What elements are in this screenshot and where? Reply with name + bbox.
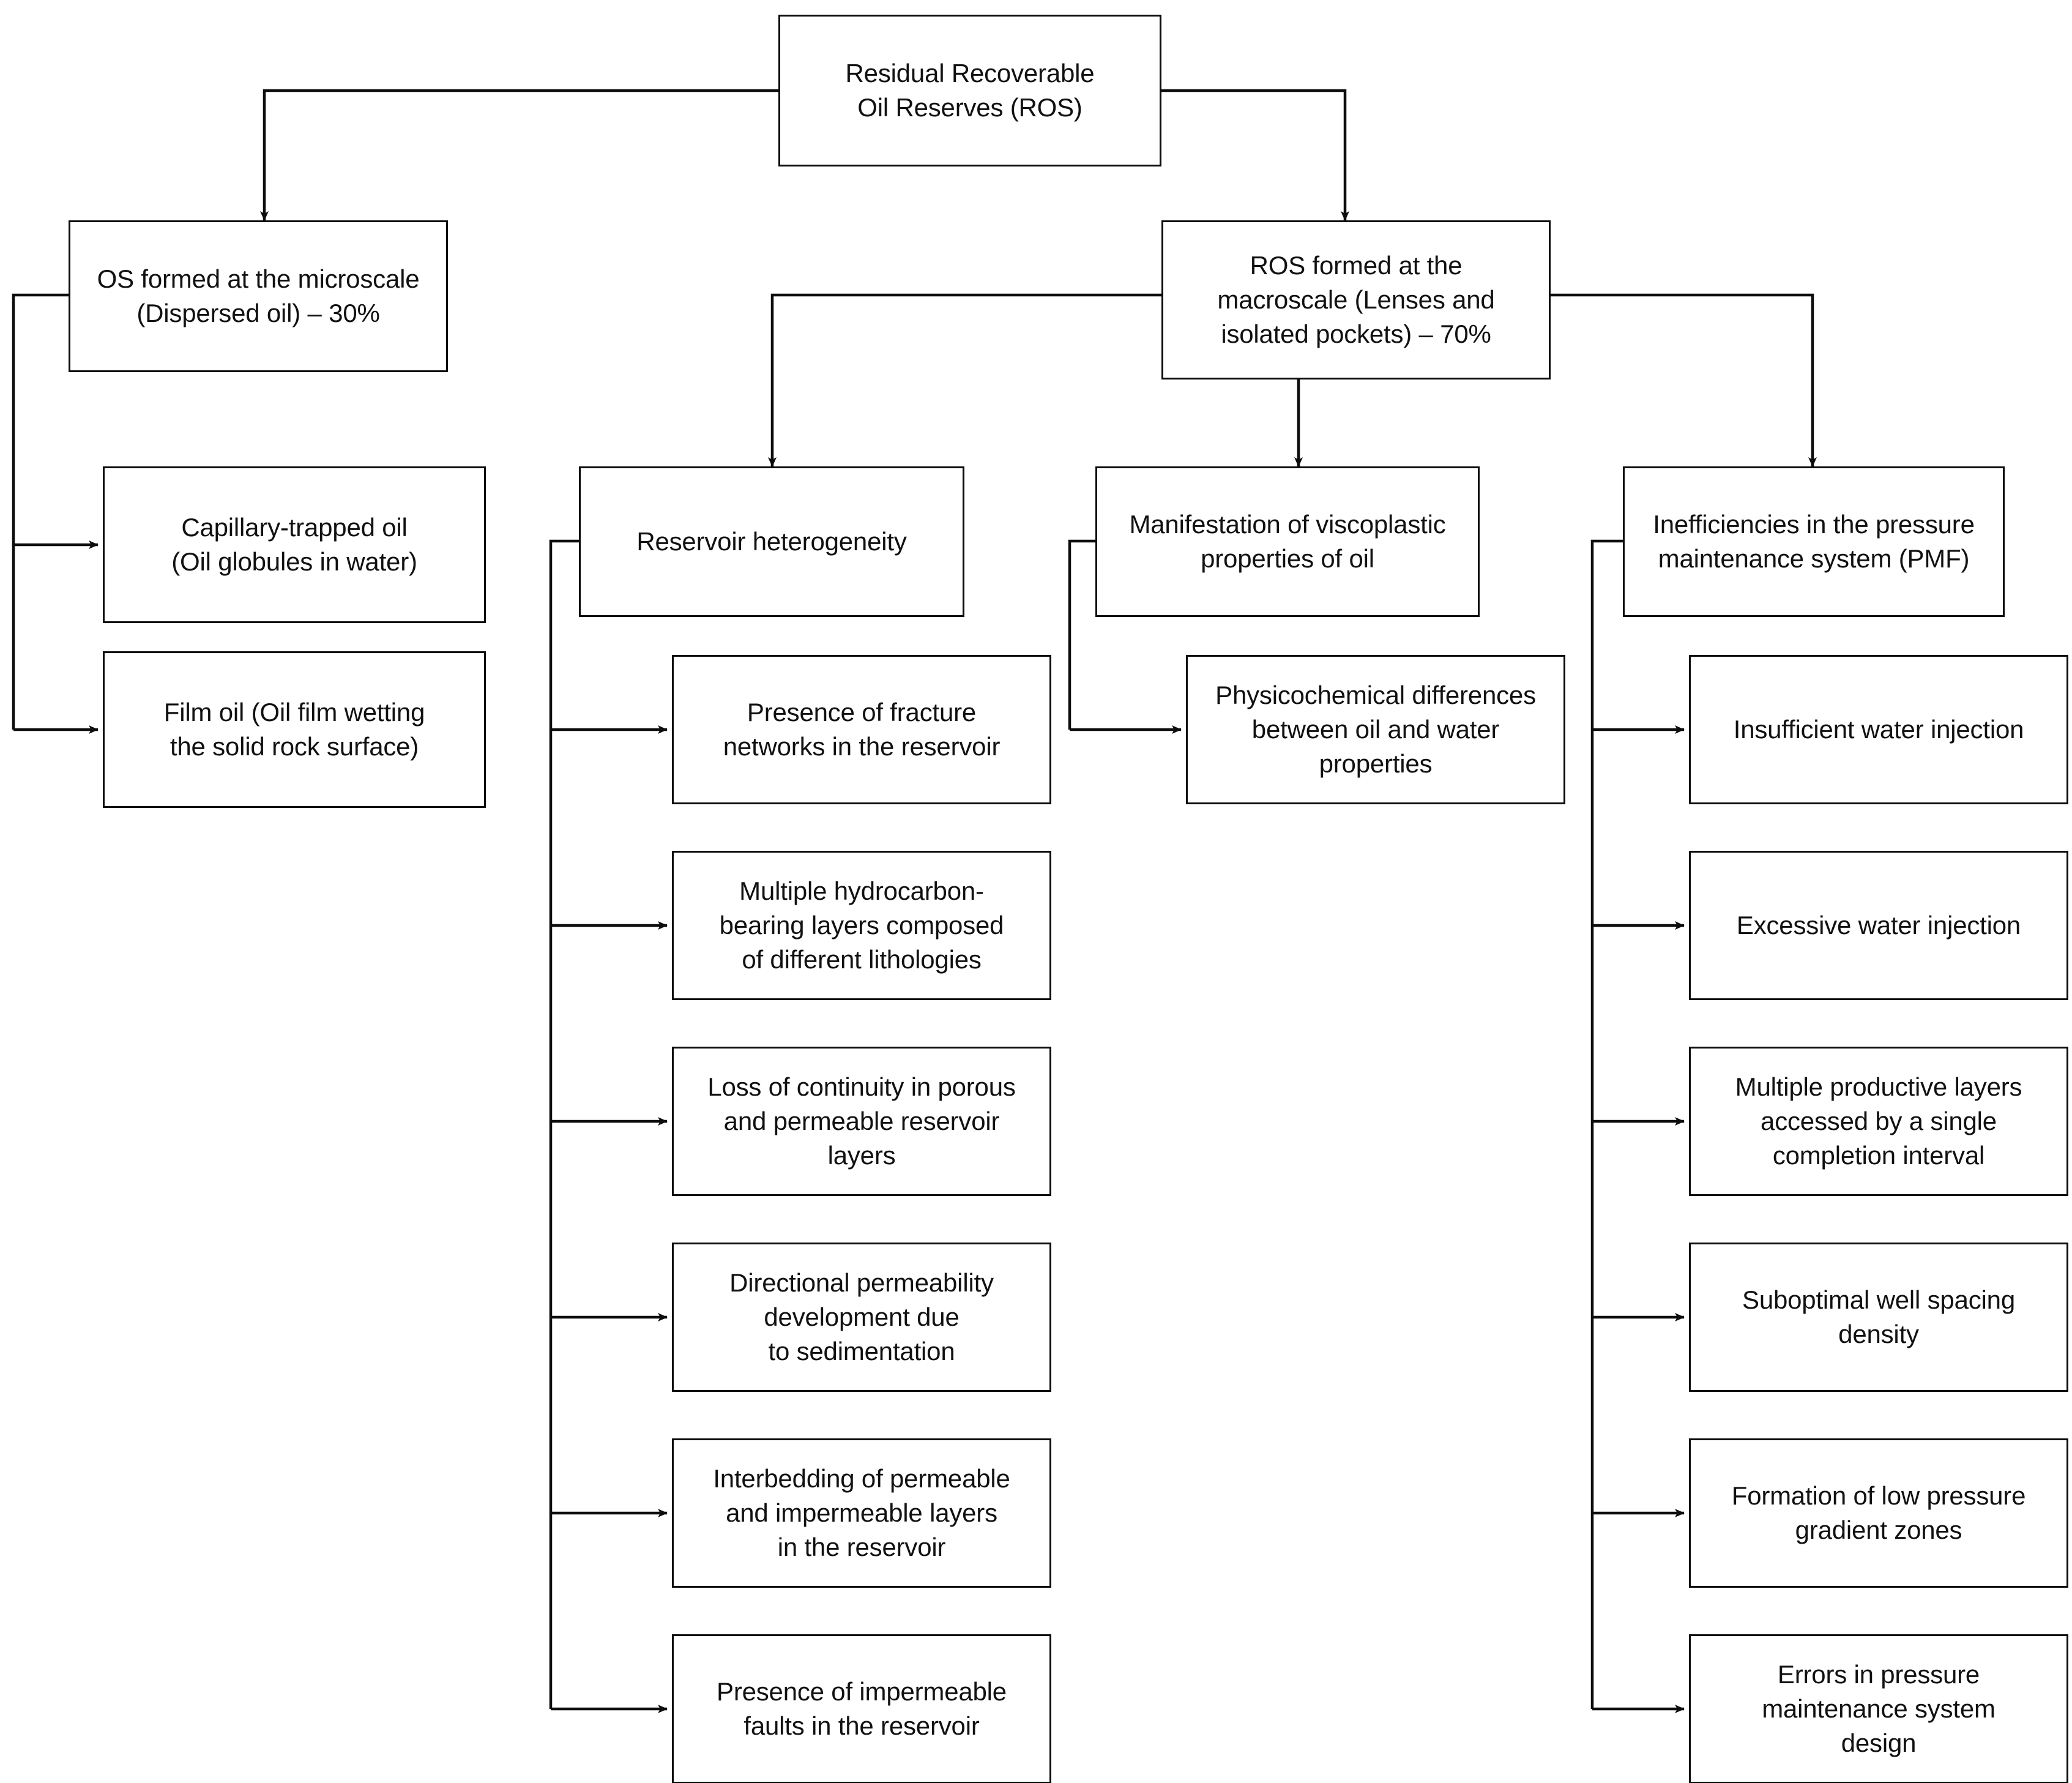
node-pmf-child-2[interactable]: Excessive water injection [1689,851,2068,1000]
node-pmf-child-4[interactable]: Suboptimal well spacing density [1689,1243,2068,1392]
node-root-label: Residual Recoverable Oil Reserves (ROS) [845,58,1095,122]
node-pmf-child-2-label: Excessive water injection [1736,910,2021,940]
node-viscoplastic-header[interactable]: Manifestation of viscoplastic properties… [1095,466,1480,617]
edge-viscoplastic-spine [1068,539,1095,730]
node-viscoplastic-child-1-label: Physicochemical differences between oil … [1215,680,1536,779]
node-heterogeneity-child-4-label: Directional permeability development due… [729,1268,994,1366]
node-heterogeneity-child-4[interactable]: Directional permeability development due… [672,1243,1051,1392]
node-heterogeneity-child-6[interactable]: Presence of impermeable faults in the re… [672,1634,1051,1783]
node-heterogeneity-child-1-label: Presence of fracture networks in the res… [723,697,1001,761]
node-pmf-header[interactable]: Inefficiencies in the pressure maintenan… [1623,466,2005,617]
node-micro-child-2[interactable]: Film oil (Oil film wetting the solid roc… [103,651,486,808]
edge-heterogeneity-spine [549,539,579,1709]
node-pmf-child-3-label: Multiple productive layers accessed by a… [1735,1072,2022,1170]
node-root[interactable]: Residual Recoverable Oil Reserves (ROS) [778,15,1161,166]
node-macroscale[interactable]: ROS formed at the macroscale (Lenses and… [1161,220,1551,379]
node-heterogeneity-child-1[interactable]: Presence of fracture networks in the res… [672,655,1051,804]
node-macroscale-label: ROS formed at the macroscale (Lenses and… [1217,250,1495,349]
node-pmf-child-1-label: Insufficient water injection [1733,714,2024,744]
node-pmf-child-5-label: Formation of low pressure gradient zones [1731,1481,2026,1544]
node-pmf-header-label: Inefficiencies in the pressure maintenan… [1653,509,1975,573]
node-heterogeneity-child-5-label: Interbedding of permeable and impermeabl… [713,1463,1010,1562]
edge-root-to-macroscale [1161,89,1349,221]
edge-macroscale-to-heterogeneity [768,293,1161,467]
node-pmf-child-6-label: Errors in pressure maintenance system de… [1762,1659,1996,1758]
node-microscale-label: OS formed at the microscale (Dispersed o… [97,264,420,327]
node-microscale[interactable]: OS formed at the microscale (Dispersed o… [69,220,448,372]
node-pmf-child-4-label: Suboptimal well spacing density [1742,1285,2015,1348]
node-micro-child-1[interactable]: Capillary-trapped oil (Oil globules in w… [103,466,486,623]
node-micro-child-1-label: Capillary-trapped oil (Oil globules in w… [171,512,417,576]
edge-macroscale-to-pmf [1551,293,1817,467]
edge-pmf-spine [1590,539,1623,1709]
edge-microscale-spine [12,293,69,730]
edge-root-to-microscale [260,89,778,221]
node-viscoplastic-child-1[interactable]: Physicochemical differences between oil … [1186,655,1565,804]
node-heterogeneity-header[interactable]: Reservoir heterogeneity [579,466,964,617]
node-heterogeneity-child-3[interactable]: Loss of continuity in porous and permeab… [672,1047,1051,1196]
node-pmf-child-3[interactable]: Multiple productive layers accessed by a… [1689,1047,2068,1196]
node-pmf-child-5[interactable]: Formation of low pressure gradient zones [1689,1438,2068,1588]
node-heterogeneity-child-6-label: Presence of impermeable faults in the re… [717,1676,1007,1740]
node-micro-child-2-label: Film oil (Oil film wetting the solid roc… [163,697,425,761]
node-pmf-child-6[interactable]: Errors in pressure maintenance system de… [1689,1634,2068,1783]
node-heterogeneity-child-2[interactable]: Multiple hydrocarbon- bearing layers com… [672,851,1051,1000]
node-heterogeneity-header-label: Reservoir heterogeneity [636,526,907,556]
node-heterogeneity-child-2-label: Multiple hydrocarbon- bearing layers com… [719,876,1004,974]
node-heterogeneity-child-3-label: Loss of continuity in porous and permeab… [707,1072,1016,1170]
node-viscoplastic-header-label: Manifestation of viscoplastic properties… [1129,509,1446,573]
node-heterogeneity-child-5[interactable]: Interbedding of permeable and impermeabl… [672,1438,1051,1588]
node-pmf-child-1[interactable]: Insufficient water injection [1689,655,2068,804]
